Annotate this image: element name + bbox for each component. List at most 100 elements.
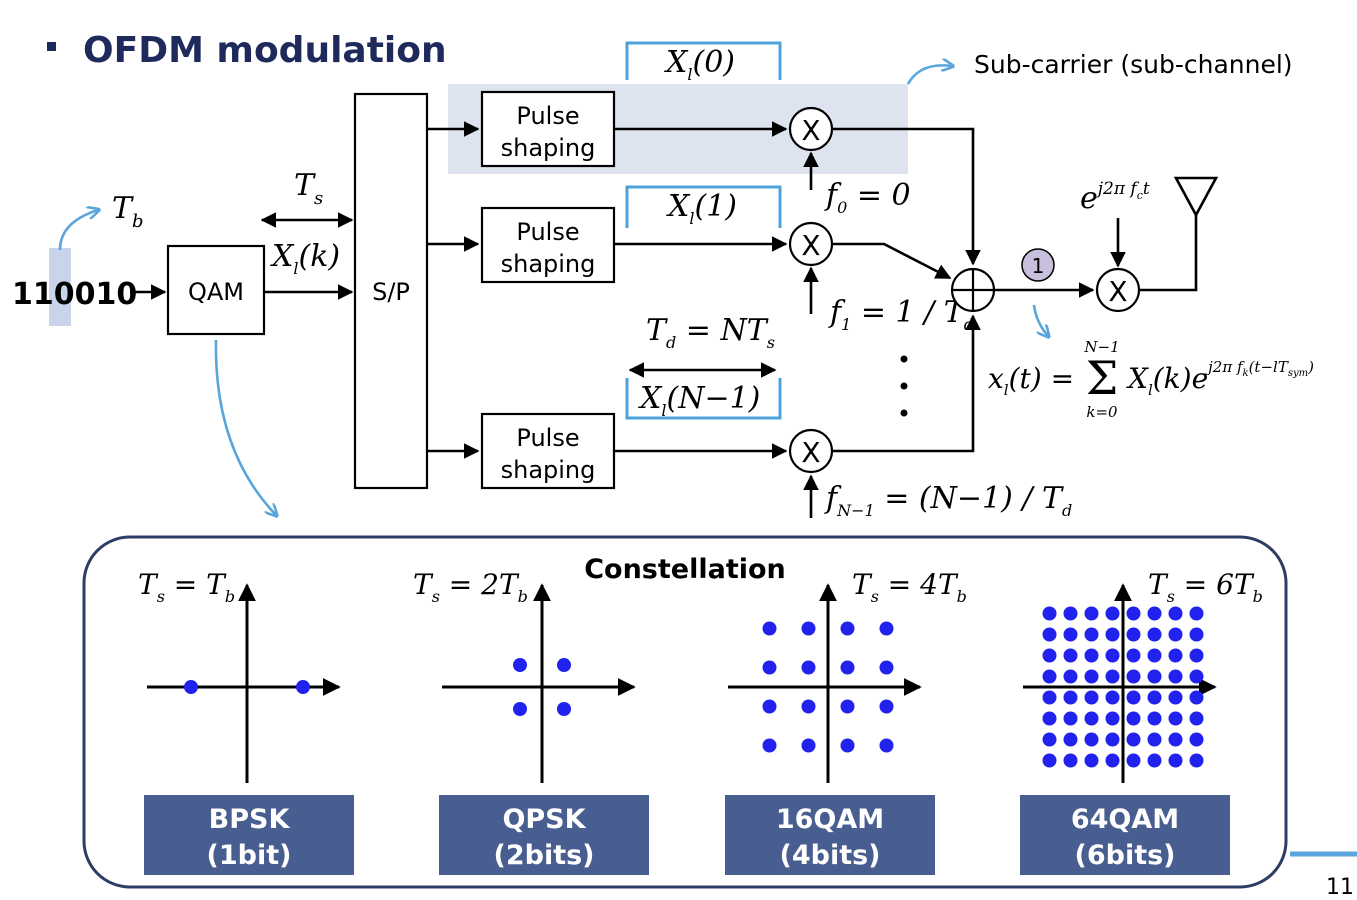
constellation-point [1084, 648, 1099, 663]
tb-label: Tb [112, 191, 144, 232]
modulation-label-box [1020, 795, 1230, 875]
constellation-point [1168, 627, 1183, 642]
page-title: OFDM modulation [83, 30, 447, 71]
subcarrier-pointer [906, 65, 952, 85]
constellation-point [1084, 711, 1099, 726]
mixer-0-to-sum [832, 127, 981, 266]
constellation-point [1063, 711, 1078, 726]
constellation-point [1168, 711, 1183, 726]
ellipsis-dot-3 [900, 409, 908, 417]
constellation-point [1063, 690, 1078, 705]
constellation-point [1105, 606, 1120, 621]
constellation-point [879, 621, 894, 636]
constellation-point [1105, 732, 1120, 747]
td-label: Td = NTs [646, 313, 775, 352]
constellation-point [1126, 753, 1141, 768]
constellation-point [840, 660, 855, 675]
pulse-block-2 [480, 412, 616, 490]
marker-number: 1 [1032, 254, 1045, 278]
constellation-point [1189, 732, 1204, 747]
constellation-point [1063, 753, 1078, 768]
constellation-point [1042, 606, 1057, 621]
constellation-point [1126, 606, 1141, 621]
constellation-point [1105, 690, 1120, 705]
constellation-point [1126, 648, 1141, 663]
branch-label-1: Xl(1) [666, 189, 737, 228]
constellation-point [1189, 606, 1204, 621]
modulation-bits: (2bits) [493, 840, 594, 871]
symbol-period-relation: Ts = 6Tb [1148, 568, 1263, 606]
constellation-point [1126, 690, 1141, 705]
constellation-point [1084, 606, 1099, 621]
tb-pointer [58, 210, 98, 251]
constellation-point [1189, 627, 1204, 642]
constellation-point [1105, 627, 1120, 642]
pulse-block-1 [480, 206, 616, 284]
bracket-0 [625, 41, 782, 80]
bracket-2 [625, 378, 782, 420]
constellation-point [1126, 732, 1141, 747]
constellation-point [1168, 648, 1183, 663]
mixer-symbol-1: X [801, 229, 820, 262]
mixer-symbol-0: X [801, 114, 820, 147]
mixer-symbol-2: X [801, 436, 820, 469]
constellation-point [1189, 753, 1204, 768]
constellation-point [557, 702, 571, 716]
formula-pointer [1032, 304, 1048, 336]
constellation-point [762, 621, 777, 636]
constellation-point [762, 699, 777, 714]
pulse-label-1: Pulse [516, 218, 579, 246]
upconv-symbol: X [1108, 275, 1127, 308]
constellation-point [1042, 648, 1057, 663]
constellation-point [1084, 732, 1099, 747]
constellation-point [1042, 627, 1057, 642]
branch-label-0: Xl(0) [664, 45, 735, 84]
constellation-point [1063, 627, 1078, 642]
constellation-point [840, 621, 855, 636]
constellation-point [879, 660, 894, 675]
constellation-point [1147, 669, 1162, 684]
ellipsis-dot-2 [900, 382, 908, 390]
modulation-name: BPSK [209, 804, 291, 835]
constellation-panel [82, 535, 1288, 889]
constellation-point [1042, 753, 1057, 768]
constellation-point [762, 738, 777, 753]
constellation-point [1042, 690, 1057, 705]
constellation-point [1168, 753, 1183, 768]
constellation-point [1189, 711, 1204, 726]
constellation-point [1084, 627, 1099, 642]
constellation-point [840, 699, 855, 714]
constellation-point [1042, 711, 1057, 726]
formula-sigma: Σ [1086, 351, 1119, 405]
constellation-point [184, 680, 198, 694]
constellation-point [296, 680, 310, 694]
symbol-period-relation: Ts = 4Tb [852, 568, 967, 606]
modulation-bits: (4bits) [779, 840, 880, 871]
constellation-point [1147, 606, 1162, 621]
constellation-point [1189, 648, 1204, 663]
constellation-point [1126, 669, 1141, 684]
title-bullet [47, 42, 56, 51]
constellation-point [1147, 732, 1162, 747]
constellation-point [1168, 669, 1183, 684]
qam-block [166, 244, 266, 336]
constellation-point [513, 658, 527, 672]
freq-1: f1 = 1 / Td [828, 295, 974, 334]
constellation-point [1084, 669, 1099, 684]
constellation-point [1063, 648, 1078, 663]
constellation-point [1126, 711, 1141, 726]
constellation-point [1063, 606, 1078, 621]
formula-sum-bottom: k=0 [1086, 403, 1118, 421]
ellipsis-dot-1 [900, 355, 908, 363]
pulse-label-0b: shaping [501, 134, 596, 162]
modulation-bits: (6bits) [1074, 840, 1175, 871]
constellation-point [1147, 690, 1162, 705]
constellation-point [801, 738, 816, 753]
bit-stream: 110010 [12, 277, 137, 312]
qam-pointer [214, 339, 276, 515]
